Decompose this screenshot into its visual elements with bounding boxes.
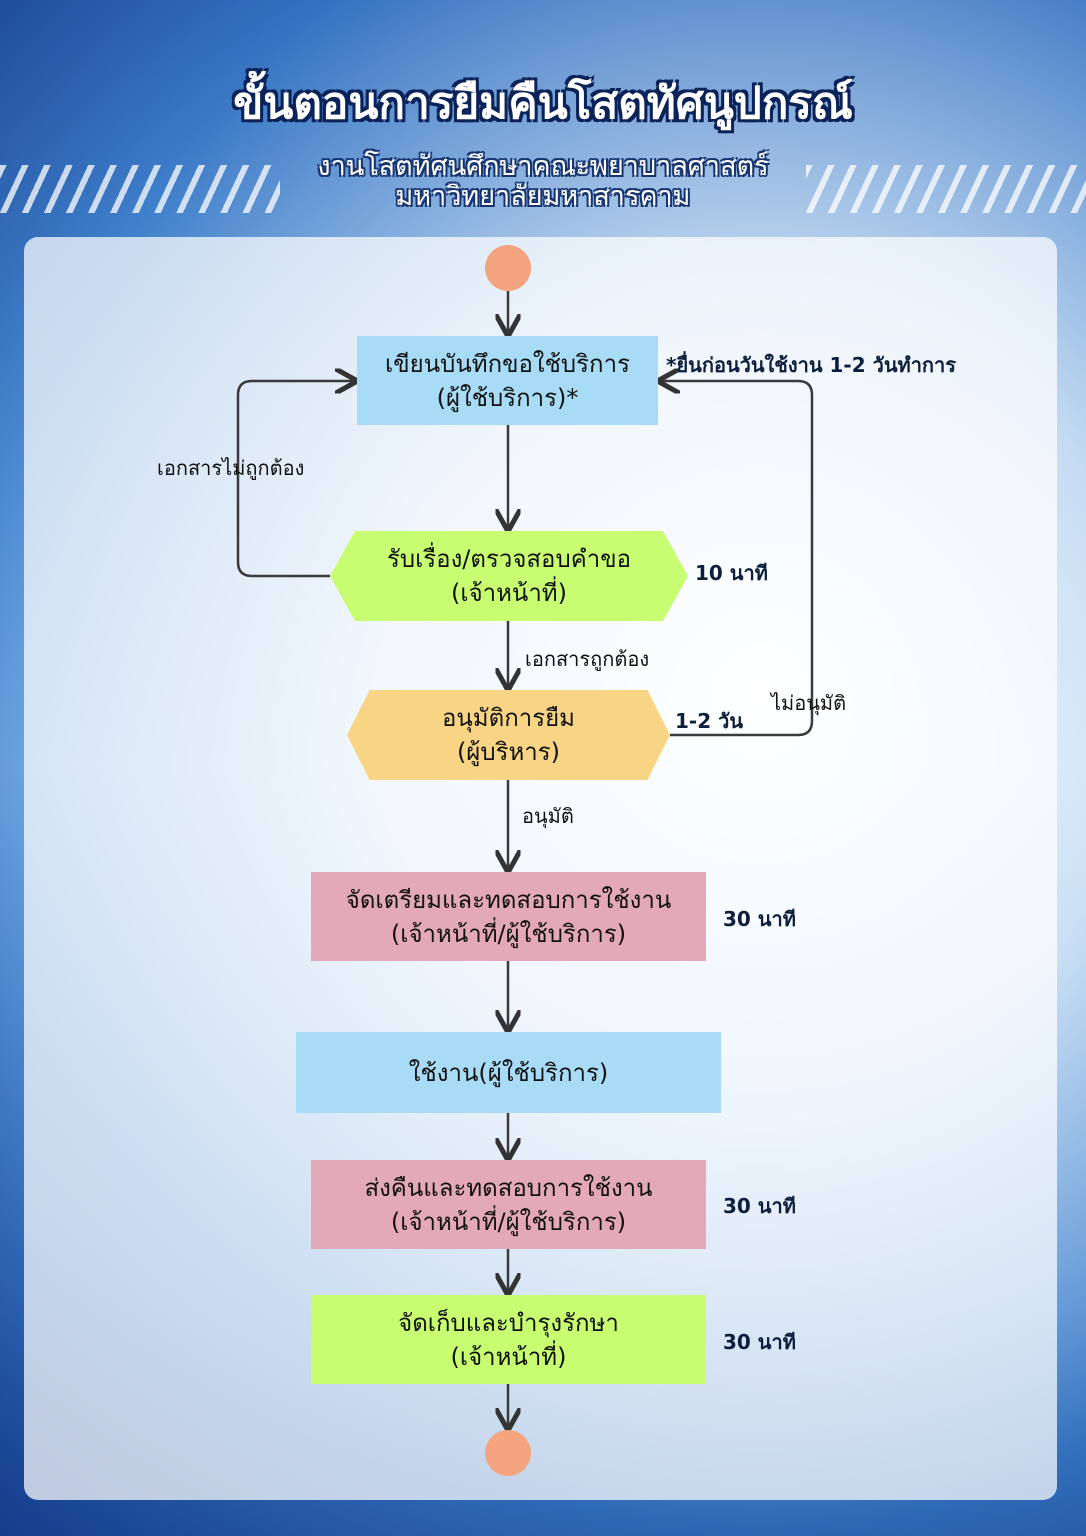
step-actor: (เจ้าหน้าที่) [451,579,567,607]
start-node [485,245,531,291]
step-actor: (เจ้าหน้าที่/ผู้ใช้บริการ) [390,919,627,948]
step-label: เขียนบันทึกขอใช้บริการ [385,349,630,378]
step-label: จัดเก็บและบำรุงรักษา [398,1308,619,1337]
time-step2: 10 นาที [695,561,768,585]
edge-label-invalid: เอกสารไม่ถูกต้อง [157,456,305,480]
step-use: ใช้งาน(ผู้ใช้บริการ) [296,1032,721,1113]
step-store-maintain: จัดเก็บและบำรุงรักษา (เจ้าหน้าที่) [311,1295,706,1384]
page-title: ขั้นตอนการยืมคืนโสตทัศนูปกรณ์ [233,78,853,129]
step-approve: อนุมัติการยืม (ผู้บริหาร) [347,690,670,780]
step-label: อนุมัติการยืม [441,704,575,732]
step-label: ส่งคืนและทดสอบการใช้งาน [364,1173,653,1202]
step-label: จัดเตรียมและทดสอบการใช้งาน [345,885,672,914]
flowchart-panel [24,237,1057,1500]
edge-label-rejected: ไม่อนุมัติ [771,691,847,715]
loop-rejected [660,381,814,737]
submission-note: *ยื่นก่อนวันใช้งาน 1-2 วันทำการ [666,353,957,377]
decorative-stripes-left [0,165,280,213]
step-actor: (เจ้าหน้าที่/ผู้ใช้บริการ) [390,1207,627,1236]
time-step6: 30 นาที [723,1194,796,1218]
decorative-stripes-right [806,165,1086,213]
step-prepare-test: จัดเตรียมและทดสอบการใช้งาน (เจ้าหน้าที่/… [311,872,706,961]
time-step3: 1-2 วัน [675,709,743,733]
end-node [485,1430,531,1476]
edge-label-valid: เอกสารถูกต้อง [525,647,650,671]
step-return-test: ส่งคืนและทดสอบการใช้งาน (เจ้าหน้าที่/ผู้… [311,1160,706,1249]
step-receive-check: รับเรื่อง/ตรวจสอบคำขอ (เจ้าหน้าที่) [330,531,688,621]
loop-invalid-docs [236,381,355,578]
time-step7: 30 นาที [723,1330,796,1354]
step-label: ใช้งาน(ผู้ใช้บริการ) [408,1058,609,1087]
time-step4: 30 นาที [723,907,796,931]
subtitle-department: งานโสตทัศนศึกษาคณะพยาบาลศาสตร์ [317,151,769,182]
step-actor: (ผู้บริหาร) [456,738,561,766]
subtitle-university: มหาวิทยาลัยมหาสารคาม [395,181,691,212]
step-actor: (ผู้ใช้บริการ)* [436,383,579,412]
step-actor: (เจ้าหน้าที่) [450,1342,567,1371]
step-label: รับเรื่อง/ตรวจสอบคำขอ [386,545,632,573]
step-write-request: เขียนบันทึกขอใช้บริการ (ผู้ใช้บริการ)* [357,336,658,425]
edge-label-approved: อนุมัติ [522,804,574,828]
